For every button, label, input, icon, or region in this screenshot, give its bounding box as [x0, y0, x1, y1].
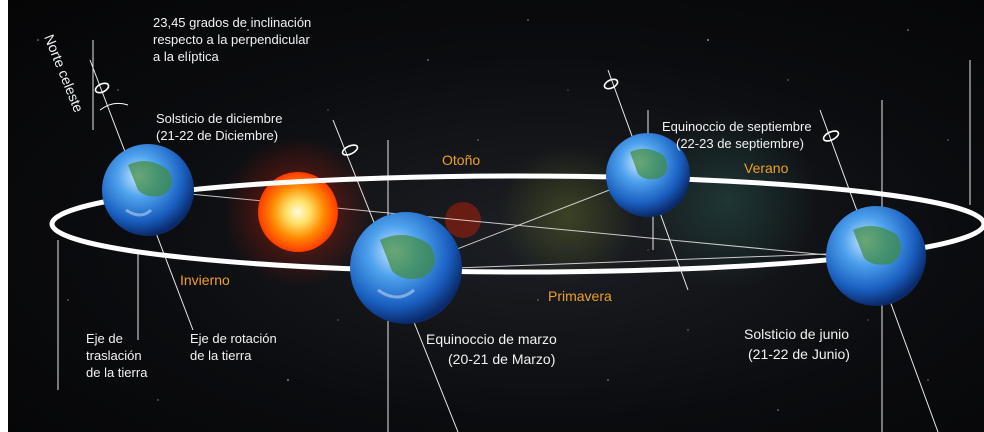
diagram-scene: 23,45 grados de inclinación respecto a l… [8, 0, 984, 432]
tilt-note-line: a la elíptica [153, 49, 219, 64]
september-equinox-dates: (22-23 de septiembre) [676, 136, 804, 151]
translation-axis-label: Eje de [86, 331, 123, 346]
march-equinox-title: Equinoccio de marzo [426, 331, 557, 347]
axis-rotation-markers [94, 78, 840, 156]
season-winter: Invierno [180, 272, 230, 288]
earth-december [102, 144, 194, 236]
translation-axis-label: traslación [86, 348, 142, 363]
diagram-graphics [37, 19, 984, 432]
rotation-axis-label: Eje de rotación [190, 331, 277, 346]
earth-june [826, 206, 926, 306]
orbit-ellipse [49, 173, 984, 275]
season-summer: Verano [744, 160, 789, 176]
star-field [37, 19, 949, 411]
earth-september [606, 133, 690, 217]
march-equinox-dates: (20-21 de Marzo) [448, 351, 556, 367]
earth-march [350, 212, 462, 324]
rotation-axis-label: de la tierra [190, 348, 252, 363]
tilt-angle-arc [99, 102, 129, 111]
december-solstice-dates: (21-22 de Diciembre) [156, 128, 279, 143]
june-solstice-dates: (21-22 de Junio) [748, 346, 850, 362]
tilt-note-line: 23,45 grados de inclinación [153, 15, 312, 30]
june-solstice-title: Solsticio de junio [744, 326, 850, 342]
sun [258, 172, 338, 252]
translation-axis-label: de la tierra [86, 365, 148, 380]
season-spring: Primavera [548, 288, 612, 304]
december-solstice-title: Solsticio de diciembre [156, 111, 283, 126]
tilt-note-line: respecto a la perpendicular [153, 32, 310, 47]
september-equinox-title: Equinoccio de septiembre [662, 119, 812, 134]
lens-flare [498, 145, 638, 285]
season-autumn: Otoño [442, 152, 481, 168]
